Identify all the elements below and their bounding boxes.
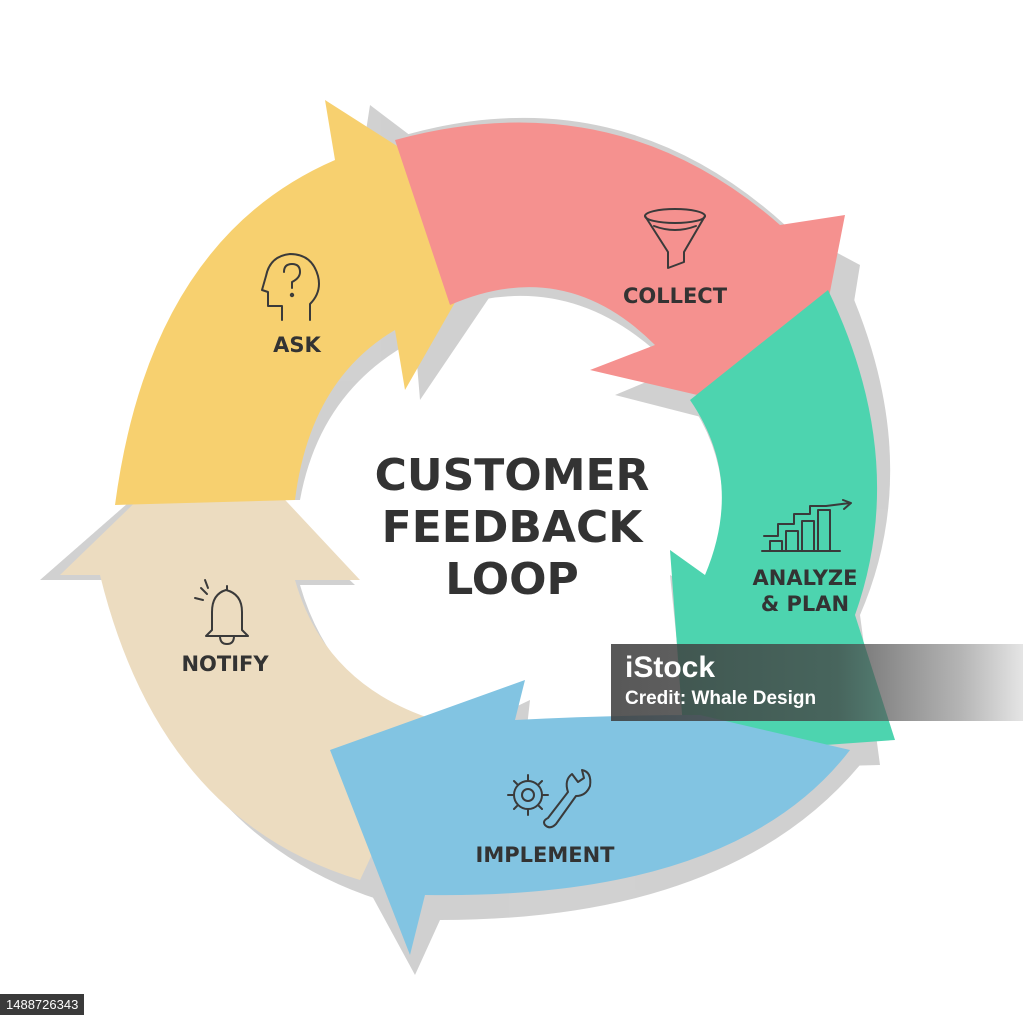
step-notify-label: NOTIFY <box>181 652 269 676</box>
funnel-icon <box>644 208 706 269</box>
step-analyze-label: ANALYZE <box>753 566 858 590</box>
arrow-segments <box>60 100 895 955</box>
step-implement: IMPLEMENT <box>476 769 616 867</box>
step-analyze-plan: ANALYZE & PLAN <box>753 499 858 616</box>
step-ask: ASK <box>261 253 322 357</box>
segment-implement <box>330 680 850 955</box>
step-implement-label: IMPLEMENT <box>476 843 616 867</box>
step-collect-label: COLLECT <box>623 284 728 308</box>
bar-chart-growth-icon <box>761 499 852 552</box>
head-question-icon <box>261 253 320 321</box>
title-line-2: FEEDBACK <box>382 502 645 553</box>
segment-ask <box>115 100 505 505</box>
title-line-1: CUSTOMER <box>375 450 650 501</box>
step-plan-label: & PLAN <box>761 592 849 616</box>
watermark-logo: iStock <box>625 651 716 684</box>
step-ask-label: ASK <box>273 333 321 357</box>
stock-image-id: 1488726343 <box>0 994 85 1015</box>
diagram-title: CUSTOMER FEEDBACK LOOP <box>375 450 650 605</box>
step-notify: NOTIFY <box>181 579 269 676</box>
segment-collect <box>395 122 845 420</box>
title-line-3: LOOP <box>445 554 579 605</box>
segment-analyze <box>670 290 895 755</box>
gear-wrench-icon <box>507 769 592 829</box>
step-collect: COLLECT <box>623 208 728 308</box>
istock-watermark: iStock Credit: Whale Design <box>611 644 1023 721</box>
watermark-credit: Credit: Whale Design <box>625 688 817 709</box>
bell-icon <box>194 579 249 645</box>
